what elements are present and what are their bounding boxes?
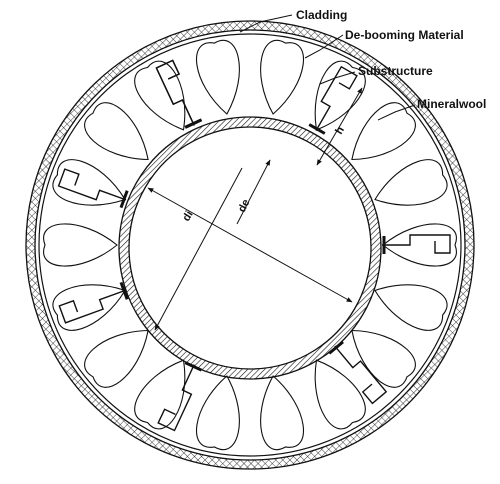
mineralwool-lobe <box>314 359 366 430</box>
dimension-di-line-2 <box>154 167 243 331</box>
dimension-di-line <box>147 187 353 303</box>
substructure-bracket <box>315 65 358 132</box>
bracket-foot <box>119 281 129 300</box>
dimension-de-line <box>236 159 271 225</box>
bracket-foot <box>184 118 203 129</box>
mineralwool-lobes <box>43 40 457 450</box>
label-deboom: De-booming Material <box>345 28 464 42</box>
mineralwool-lobe <box>134 359 186 430</box>
label-cladding: Cladding <box>296 8 347 22</box>
bracket-foot <box>119 190 129 209</box>
mineralwool-lobe <box>196 40 240 115</box>
leader-deboom <box>304 34 344 59</box>
leader-substructure <box>319 71 356 85</box>
substructure-bracket <box>57 168 127 201</box>
dimension-di-label: di <box>180 209 195 224</box>
cladding-ring <box>25 20 475 470</box>
leader-cladding <box>239 14 293 33</box>
substructure-bracket <box>382 234 451 254</box>
pipe-wall <box>118 116 382 380</box>
leader-mineralwool <box>377 104 416 121</box>
mineralwool-lobe <box>260 40 304 115</box>
substructure-bracket <box>157 364 195 432</box>
mineralwool-lobe <box>374 284 448 331</box>
mineralwool-lobe <box>52 159 126 206</box>
mineralwool-lobe <box>382 223 457 267</box>
deboom-layer <box>38 33 462 457</box>
substructure-bracket <box>58 289 127 324</box>
mineralwool-lobe <box>52 284 126 331</box>
label-mineralwool: Mineralwool <box>417 97 486 111</box>
mineralwool-lobe <box>351 329 416 388</box>
substructure-bracket <box>155 59 195 126</box>
mineralwool-lobe <box>84 329 149 388</box>
mineralwool-lobe <box>134 60 186 131</box>
dimension-h-line <box>316 87 363 166</box>
mineralwool-lobe <box>351 102 416 161</box>
dimension-de-label: de <box>236 197 253 214</box>
substructure-bracket <box>155 59 195 126</box>
bracket-foot <box>328 340 344 355</box>
mineralwool-lobe <box>196 375 240 450</box>
mineralwool-lobe <box>374 159 448 206</box>
substructure-bracket <box>334 345 388 405</box>
mineralwool-lobe <box>260 375 304 450</box>
mineralwool-lobe <box>84 102 149 161</box>
mineralwool-lobe <box>43 223 118 267</box>
label-substructure: Substructure <box>358 64 433 78</box>
